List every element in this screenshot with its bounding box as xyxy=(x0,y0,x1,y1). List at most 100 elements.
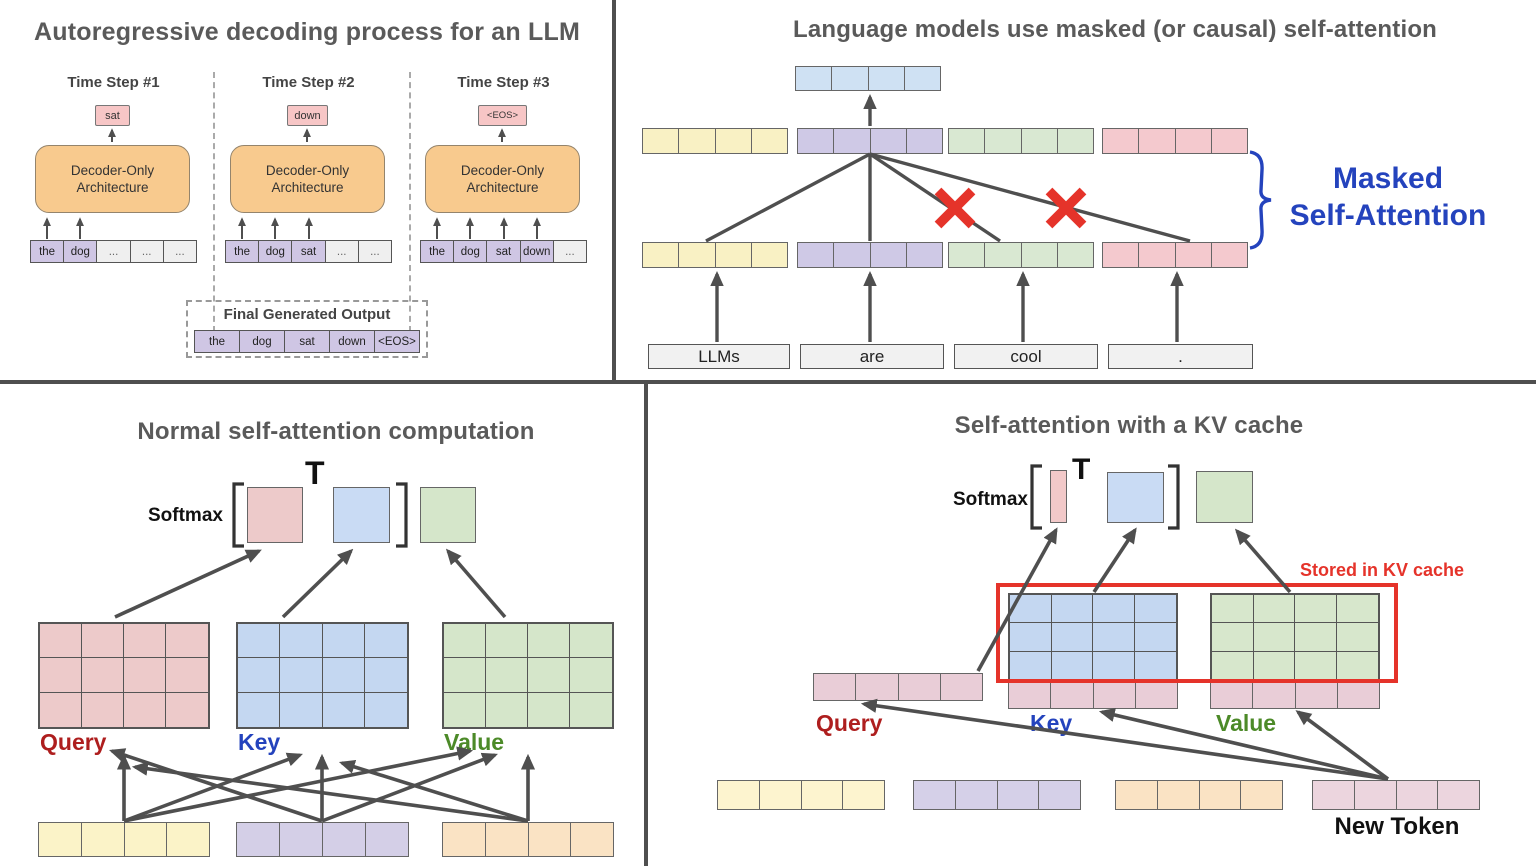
matrix-cell xyxy=(486,624,528,659)
key-square-blue xyxy=(1107,472,1164,523)
strip-cell xyxy=(1022,243,1058,267)
strip-cell xyxy=(1296,683,1338,708)
matrix-cell xyxy=(1093,623,1135,652)
key-matrix xyxy=(236,622,409,729)
strip-cell xyxy=(899,674,941,700)
strip-cell xyxy=(1200,781,1242,809)
time-step-label: Time Step #2 xyxy=(262,74,355,91)
strip-cell xyxy=(716,129,752,153)
decoder-box: Decoder-Only Architecture xyxy=(425,145,580,213)
strip-cell xyxy=(1139,243,1176,267)
strip-cell xyxy=(1438,781,1479,809)
word-box: are xyxy=(800,344,944,369)
strip-cell xyxy=(1103,129,1140,153)
strip-cell xyxy=(679,243,716,267)
strip-cell xyxy=(871,243,907,267)
matrix-cell xyxy=(166,624,208,659)
matrix-cell xyxy=(1010,595,1052,624)
matrix-cell xyxy=(238,692,281,727)
token-cell: down xyxy=(330,331,375,352)
token-cell: <EOS> xyxy=(375,331,419,352)
strip-cell xyxy=(752,243,787,267)
matrix-cell xyxy=(280,658,323,693)
strip-cell xyxy=(1176,129,1212,153)
value-new-row-pink xyxy=(1210,682,1380,709)
word-box: cool xyxy=(954,344,1098,369)
matrix-cell xyxy=(238,658,281,693)
strip-cell xyxy=(718,781,760,809)
decoder-label-line1: Decoder-Only xyxy=(265,163,350,178)
matrix-cell xyxy=(444,624,486,659)
matrix-cell xyxy=(570,624,612,659)
masked-label-line2: Self-Attention xyxy=(1289,199,1487,232)
matrix-cell xyxy=(1052,651,1093,680)
decoder-label-line2: Architecture xyxy=(76,180,149,195)
upper-embedding-strip-yellow xyxy=(642,128,788,154)
strip-cell xyxy=(1212,129,1247,153)
decoder-label-line1: Decoder-Only xyxy=(460,163,545,178)
key-square-blue xyxy=(333,487,390,543)
value-matrix xyxy=(442,622,614,729)
strip-cell xyxy=(1136,683,1177,708)
lower-embedding-strip-green xyxy=(948,242,1094,268)
matrix-cell xyxy=(166,658,208,693)
matrix-cell xyxy=(322,624,365,659)
query-matrix xyxy=(38,622,210,729)
strip-cell xyxy=(1313,781,1355,809)
token-cell: the xyxy=(226,241,260,262)
matrix-cell xyxy=(1295,651,1337,680)
strip-cell xyxy=(366,823,408,856)
matrix-cell xyxy=(82,658,124,693)
matrix-cell xyxy=(486,658,528,693)
strip-cell xyxy=(941,674,982,700)
strip-cell xyxy=(814,674,857,700)
query-strip-pink xyxy=(813,673,983,701)
strip-cell xyxy=(907,129,942,153)
token-cell: the xyxy=(195,331,240,352)
matrix-cell xyxy=(486,692,528,727)
matrix-cell xyxy=(1336,595,1378,624)
token-cell: ... xyxy=(553,241,587,262)
matrix-cell xyxy=(1010,623,1052,652)
matrix-cell xyxy=(1212,651,1254,680)
matrix-cell xyxy=(528,658,570,693)
value-label: Value xyxy=(444,729,505,755)
token-cell: dog xyxy=(454,241,488,262)
strip-cell xyxy=(1058,129,1093,153)
matrix-cell xyxy=(40,624,82,659)
key-new-row-pink xyxy=(1008,682,1178,709)
strip-cell xyxy=(985,129,1022,153)
token-cell: the xyxy=(31,241,65,262)
input-strip-purple xyxy=(236,822,409,857)
cached-key-matrix xyxy=(1008,593,1178,682)
matrix-cell xyxy=(82,692,124,727)
softmax-label: Softmax xyxy=(148,505,223,526)
token-cell: ... xyxy=(97,241,131,262)
panel-title-masked-attention: Language models use masked (or causal) s… xyxy=(792,16,1438,43)
brace-icon xyxy=(1249,150,1272,250)
strip-cell xyxy=(1211,683,1254,708)
strip-cell xyxy=(832,67,869,90)
quadrant-divider-vertical-bottom xyxy=(644,384,648,866)
timestep-separator-1 xyxy=(213,72,215,332)
matrix-cell xyxy=(528,692,570,727)
strip-cell xyxy=(237,823,280,856)
strip-cell xyxy=(280,823,323,856)
matrix-cell xyxy=(364,658,407,693)
strip-cell xyxy=(571,823,613,856)
matrix-cell xyxy=(124,692,166,727)
matrix-cell xyxy=(1051,595,1093,624)
upper-embedding-strip-pink xyxy=(1102,128,1248,154)
strip-cell xyxy=(856,674,899,700)
matrix-cell xyxy=(1093,651,1135,680)
strip-cell xyxy=(643,243,680,267)
strip-cell xyxy=(1009,683,1052,708)
strip-cell xyxy=(39,823,82,856)
decoder-box: Decoder-Only Architecture xyxy=(230,145,385,213)
matrix-cell xyxy=(280,624,323,659)
transpose-label: T xyxy=(305,455,325,491)
strip-cell xyxy=(486,823,529,856)
matrix-cell xyxy=(280,692,323,727)
strip-cell xyxy=(798,243,835,267)
